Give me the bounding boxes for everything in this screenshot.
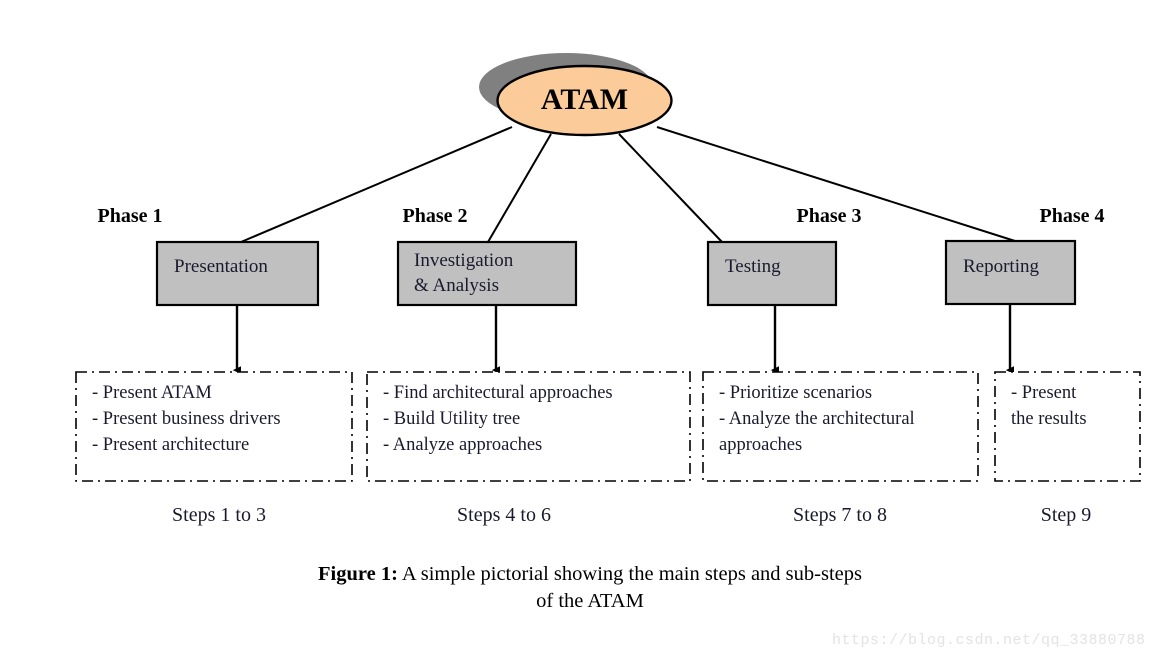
phase-box-2[interactable]: Investigation & Analysis xyxy=(396,240,578,307)
step-box-3-line-1: - Prioritize scenarios xyxy=(719,383,872,403)
phase-title-2: Phase 2 xyxy=(403,205,468,227)
phase-box-4-rect xyxy=(944,239,1077,306)
column-phase-2: Phase 2 Investigation & Analysis - Find … xyxy=(366,205,691,526)
root-node-label: ATAM xyxy=(541,83,628,116)
phase-box-1-line-1: Presentation xyxy=(174,256,268,277)
phase-title-4: Phase 4 xyxy=(1040,205,1105,227)
phase-box-3-rect xyxy=(706,240,838,307)
step-box-4-line-1: - Present xyxy=(1011,383,1077,403)
figure-caption-line-1: Figure 1: A simple pictorial showing the… xyxy=(318,563,862,585)
phase-title-3: Phase 3 xyxy=(797,205,862,227)
steps-caption-2: Steps 4 to 6 xyxy=(457,504,551,526)
step-box-2-line-1: - Find architectural approaches xyxy=(383,383,613,403)
phase-title-1: Phase 1 xyxy=(98,205,163,227)
figure-caption-line-2: of the ATAM xyxy=(536,590,644,612)
step-box-4-line-2: the results xyxy=(1011,409,1087,429)
step-box-1-line-1: - Present ATAM xyxy=(92,383,212,403)
connector-to-phase-2 xyxy=(487,133,552,243)
phase-box-3[interactable]: Testing xyxy=(706,240,838,307)
phase-box-4-line-1: Reporting xyxy=(963,256,1039,277)
step-box-2[interactable] xyxy=(366,371,691,482)
root-node-atam[interactable]: ATAM xyxy=(479,53,673,137)
connector-to-phase-1 xyxy=(240,126,513,243)
phase-box-3-line-1: Testing xyxy=(725,256,781,277)
step-box-2-line-2: - Build Utility tree xyxy=(383,409,520,429)
phase-box-1[interactable]: Presentation xyxy=(155,240,320,307)
connector-to-phase-3 xyxy=(618,133,723,243)
phase-box-2-rect xyxy=(396,240,578,307)
step-box-2-line-3: - Analyze approaches xyxy=(383,435,542,455)
step-box-1-line-3: - Present architecture xyxy=(92,435,249,455)
phase-box-2-line-1: Investigation xyxy=(414,250,514,271)
step-box-3-line-3: approaches xyxy=(719,435,802,455)
column-phase-1: Phase 1 Presentation - Present ATAM - Pr… xyxy=(75,205,353,526)
step-box-3[interactable] xyxy=(702,371,979,482)
phase-box-4[interactable]: Reporting xyxy=(944,239,1077,306)
figure-caption-rest: A simple pictorial showing the main step… xyxy=(398,563,862,585)
column-phase-3: Phase 3 Testing - Prioritize scenarios -… xyxy=(702,205,979,526)
steps-caption-3: Steps 7 to 8 xyxy=(793,504,887,526)
connector-to-phase-4 xyxy=(656,126,1016,242)
figure-caption: Figure 1: A simple pictorial showing the… xyxy=(318,563,862,612)
watermark-text: https://blog.csdn.net/qq_33880788 xyxy=(832,632,1146,649)
step-box-4[interactable] xyxy=(994,371,1141,482)
root-node-ellipse xyxy=(496,64,673,137)
steps-caption-1: Steps 1 to 3 xyxy=(172,504,266,526)
steps-caption-4: Step 9 xyxy=(1041,504,1092,526)
column-phase-4: Phase 4 Reporting - Present the results … xyxy=(944,205,1141,526)
phase-box-2-line-2: & Analysis xyxy=(414,275,499,296)
figure-caption-lead: Figure 1: xyxy=(318,563,398,585)
connector-lines xyxy=(240,126,1016,243)
step-box-1-line-2: - Present business drivers xyxy=(92,409,281,429)
step-box-1[interactable] xyxy=(75,371,353,482)
step-box-3-line-2: - Analyze the architectural xyxy=(719,409,915,429)
